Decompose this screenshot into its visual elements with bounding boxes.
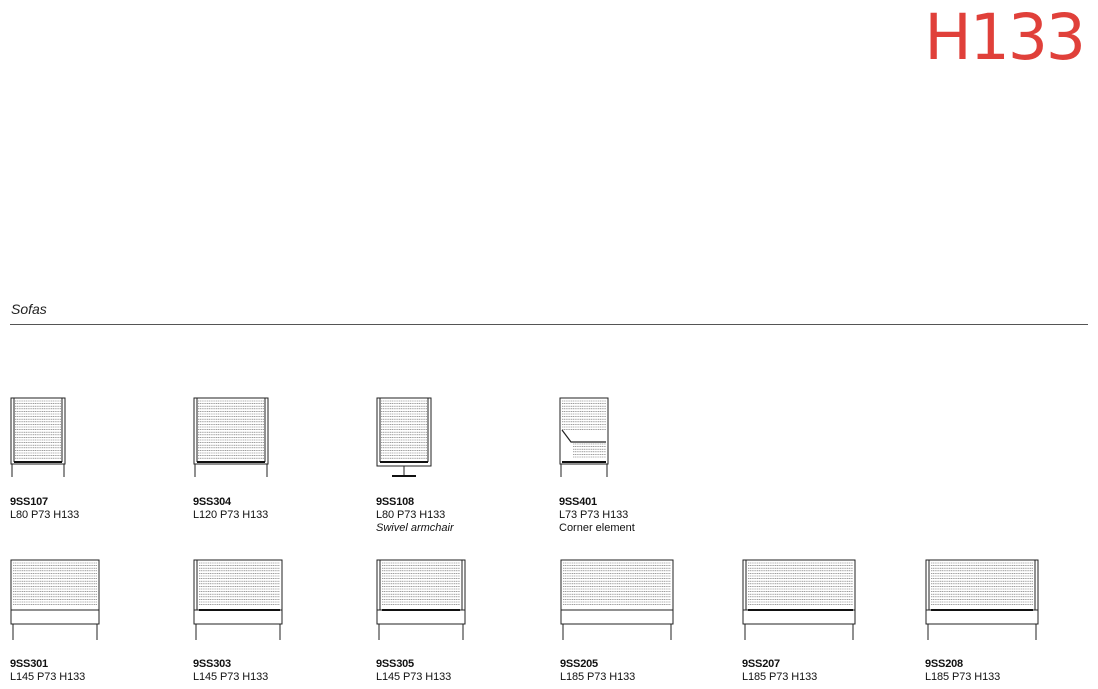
sofa-drawing-corner-element (559, 397, 609, 477)
product-code: 9SS108 (376, 496, 414, 508)
product-9ss301: 9SS301 L145 P73 H133 (10, 558, 180, 683)
product-code: 9SS207 (742, 658, 780, 670)
product-dimensions: L80 P73 H133 (376, 509, 446, 521)
product-dimensions: L80 P73 H133 (10, 509, 80, 521)
sofa-drawing-no-arms-large (560, 559, 674, 640)
sofa-drawing-no-arms (10, 559, 100, 640)
sofa-drawing-two-arms-large (925, 559, 1039, 640)
product-code: 9SS305 (376, 658, 414, 670)
product-9ss205: 9SS205 L185 P73 H133 (560, 558, 730, 683)
product-9ss207: 9SS207 L185 P73 H133 (742, 558, 912, 683)
product-code: 9SS304 (193, 496, 231, 508)
sofa-drawing-swivel-armchair (376, 397, 432, 477)
product-9ss305: 9SS305 L145 P73 H133 (376, 558, 546, 683)
product-9ss304: 9SS304 L120 P73 H133 (193, 396, 363, 521)
product-dimensions: L145 P73 H133 (193, 671, 269, 683)
section-title: Sofas (11, 301, 47, 317)
product-code: 9SS208 (925, 658, 963, 670)
product-note: Corner element (559, 522, 635, 534)
sofa-drawing-armchair-wide (193, 397, 269, 477)
product-dimensions: L120 P73 H133 (193, 509, 269, 521)
page-title: H133 (924, 1, 1086, 74)
product-9ss107: 9SS107 L80 P73 H133 (10, 396, 180, 521)
product-code: 9SS107 (10, 496, 48, 508)
product-dimensions: L145 P73 H133 (376, 671, 452, 683)
product-9ss401: 9SS401 L73 P73 H133 Corner element (559, 396, 729, 534)
product-code: 9SS205 (560, 658, 598, 670)
product-dimensions: L145 P73 H133 (10, 671, 86, 683)
product-9ss208: 9SS208 L185 P73 H133 (925, 558, 1095, 683)
sofa-drawing-two-arms (376, 559, 466, 640)
product-code: 9SS303 (193, 658, 231, 670)
sofa-drawing-armchair (10, 397, 66, 477)
product-dimensions: L185 P73 H133 (560, 671, 636, 683)
product-code: 9SS301 (10, 658, 48, 670)
product-dimensions: L185 P73 H133 (742, 671, 818, 683)
product-dimensions: L73 P73 H133 (559, 509, 629, 521)
product-note: Swivel armchair (376, 522, 454, 534)
product-9ss303: 9SS303 L145 P73 H133 (193, 558, 363, 683)
product-code: 9SS401 (559, 496, 597, 508)
product-9ss108: 9SS108 L80 P73 H133 Swivel armchair (376, 396, 546, 534)
product-dimensions: L185 P73 H133 (925, 671, 1001, 683)
section-divider (10, 324, 1088, 325)
sofa-drawing-left-arm-large (742, 559, 856, 640)
sofa-drawing-left-arm (193, 559, 283, 640)
